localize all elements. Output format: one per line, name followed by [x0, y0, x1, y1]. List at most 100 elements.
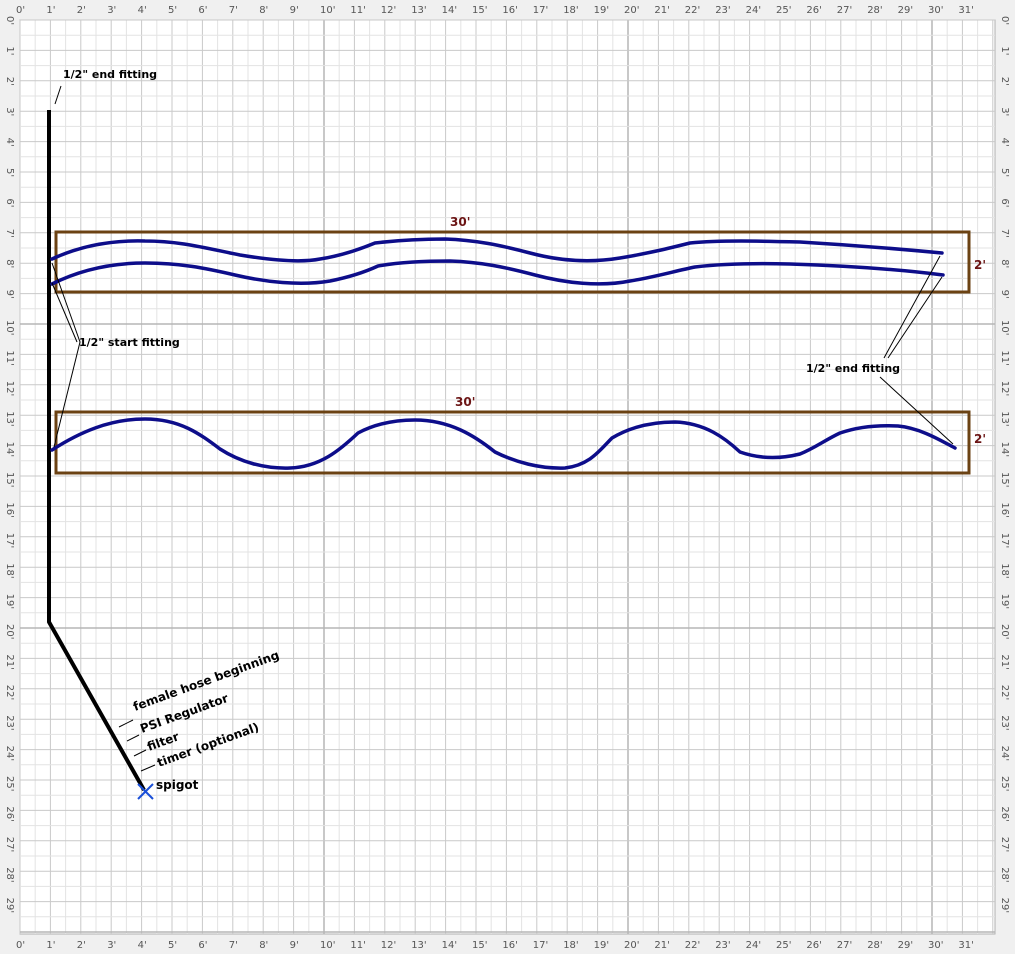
ruler-left-tick-label: 10'	[4, 320, 15, 335]
ruler-bottom-tick-label: 25'	[776, 940, 791, 951]
ruler-left-tick-label: 15'	[4, 472, 15, 487]
ruler-top-tick-label: 26'	[806, 5, 821, 16]
ruler-bottom-tick-label: 6'	[198, 940, 207, 951]
ruler-right-tick-label: 28'	[999, 867, 1010, 882]
ruler-right-tick-label: 5'	[999, 168, 1010, 177]
ruler-right-tick-label: 0'	[999, 16, 1010, 25]
ruler-bottom-tick-label: 7'	[229, 940, 238, 951]
ruler-left-tick-label: 12'	[4, 381, 15, 396]
ruler-left-tick-label: 26'	[4, 806, 15, 821]
ruler-right-tick-label: 11'	[999, 350, 1010, 365]
ruler-left-tick-label: 5'	[4, 168, 15, 177]
ruler-right-tick-label: 7'	[999, 229, 1010, 238]
ruler-bottom-tick-label: 1'	[46, 940, 55, 951]
leader-lines	[51, 85, 954, 772]
ruler-left-tick-label: 11'	[4, 350, 15, 365]
ruler-bottom-tick-label: 22'	[685, 940, 700, 951]
ruler-left-tick-label: 25'	[4, 776, 15, 791]
ruler-top-tick-label: 27'	[837, 5, 852, 16]
ruler-bottom-tick-label: 4'	[138, 940, 147, 951]
ruler-top-tick-label: 13'	[411, 5, 426, 16]
ruler-bottom-tick-label: 17'	[533, 940, 548, 951]
ruler-right	[995, 0, 1015, 954]
spigot-marker-icon	[137, 783, 154, 800]
ruler-top-tick-label: 2'	[77, 5, 86, 16]
ruler-top-tick-label: 16'	[502, 5, 517, 16]
ruler-top	[0, 0, 1015, 20]
ruler-top-tick-label: 20'	[624, 5, 639, 16]
ruler-top-tick-label: 17'	[533, 5, 548, 16]
grid	[19, 19, 995, 934]
ruler-top-tick-label: 5'	[168, 5, 177, 16]
ruler-left-tick-label: 18'	[4, 563, 15, 578]
ruler-left	[0, 0, 20, 954]
ruler-top-tick-label: 29'	[898, 5, 913, 16]
ruler-left-tick-label: 2'	[4, 77, 15, 86]
ruler-left-tick-label: 1'	[4, 46, 15, 55]
ruler-right-tick-label: 19'	[999, 594, 1010, 609]
ruler-right-tick-label: 2'	[999, 77, 1010, 86]
ruler-bottom-tick-label: 0'	[16, 940, 25, 951]
ruler-left-tick-label: 27'	[4, 837, 15, 852]
ruler-top-tick-label: 14'	[442, 5, 457, 16]
ruler-bottom-tick-label: 5'	[168, 940, 177, 951]
drip-hose-bed-2	[50, 417, 957, 470]
ruler-left-tick-label: 29'	[4, 898, 15, 913]
ruler-right-tick-label: 29'	[999, 898, 1010, 913]
ruler-bottom-tick-label: 27'	[837, 940, 852, 951]
ruler-left-tick-label: 7'	[4, 229, 15, 238]
ruler-bottom-tick-label: 26'	[806, 940, 821, 951]
ruler-bottom-tick-label: 21'	[654, 940, 669, 951]
ruler-bottom-tick-label: 10'	[320, 940, 335, 951]
ruler-right-tick-label: 18'	[999, 563, 1010, 578]
ruler-right-tick-label: 10'	[999, 320, 1010, 335]
bed-2-length-label: 30'	[455, 395, 475, 409]
ruler-left-tick-label: 4'	[4, 138, 15, 147]
ruler-left-tick-label: 23'	[4, 715, 15, 730]
ruler-left-tick-label: 16'	[4, 502, 15, 517]
ruler-left-tick-label: 8'	[4, 259, 15, 268]
ruler-bottom-tick-label: 29'	[898, 940, 913, 951]
ruler-right-tick-label: 6'	[999, 198, 1010, 207]
end-fitting-right-label: 1/2" end fitting	[806, 362, 900, 375]
ruler-bottom	[0, 934, 1015, 954]
ruler-right-tick-label: 15'	[999, 472, 1010, 487]
ruler-top-tick-label: 1'	[46, 5, 55, 16]
ruler-right-tick-label: 17'	[999, 533, 1010, 548]
ruler-left-tick-label: 28'	[4, 867, 15, 882]
ruler-left-tick-label: 24'	[4, 746, 15, 761]
ruler-left-tick-label: 13'	[4, 411, 15, 426]
ruler-top-tick-label: 19'	[594, 5, 609, 16]
ruler-bottom-tick-label: 15'	[472, 940, 487, 951]
ruler-bottom-tick-label: 2'	[77, 940, 86, 951]
bed-1-length-label: 30'	[450, 215, 470, 229]
ruler-top-tick-label: 21'	[654, 5, 669, 16]
ruler-right-tick-label: 3'	[999, 107, 1010, 116]
ruler-right-tick-label: 21'	[999, 654, 1010, 669]
end-fitting-top-label: 1/2" end fitting	[63, 68, 157, 81]
ruler-bottom-tick-label: 23'	[715, 940, 730, 951]
ruler-right-tick-label: 25'	[999, 776, 1010, 791]
ruler-top-tick-label: 30'	[928, 5, 943, 16]
ruler-right-tick-label: 13'	[999, 411, 1010, 426]
spigot-label: spigot	[156, 778, 199, 792]
ruler-top-tick-label: 12'	[381, 5, 396, 16]
ruler-left-tick-label: 21'	[4, 654, 15, 669]
ruler-bottom-tick-label: 31'	[958, 940, 973, 951]
bed-2	[54, 410, 971, 475]
start-fitting-label: 1/2" start fitting	[79, 336, 180, 349]
ruler-bottom-tick-label: 3'	[107, 940, 116, 951]
bed-1	[54, 230, 971, 294]
bed-1-width-label: 2'	[974, 258, 986, 272]
ruler-right-tick-label: 22'	[999, 685, 1010, 700]
ruler-top-tick-label: 18'	[563, 5, 578, 16]
ruler-left-tick-label: 6'	[4, 198, 15, 207]
ruler-left-tick-label: 3'	[4, 107, 15, 116]
ruler-bottom-tick-label: 28'	[867, 940, 882, 951]
ruler-left-tick-label: 14'	[4, 442, 15, 457]
ruler-top-tick-label: 4'	[138, 5, 147, 16]
ruler-top-tick-label: 7'	[229, 5, 238, 16]
ruler-top-tick-label: 0'	[16, 5, 25, 16]
ruler-bottom-tick-label: 18'	[563, 940, 578, 951]
ruler-right-tick-label: 9'	[999, 290, 1010, 299]
